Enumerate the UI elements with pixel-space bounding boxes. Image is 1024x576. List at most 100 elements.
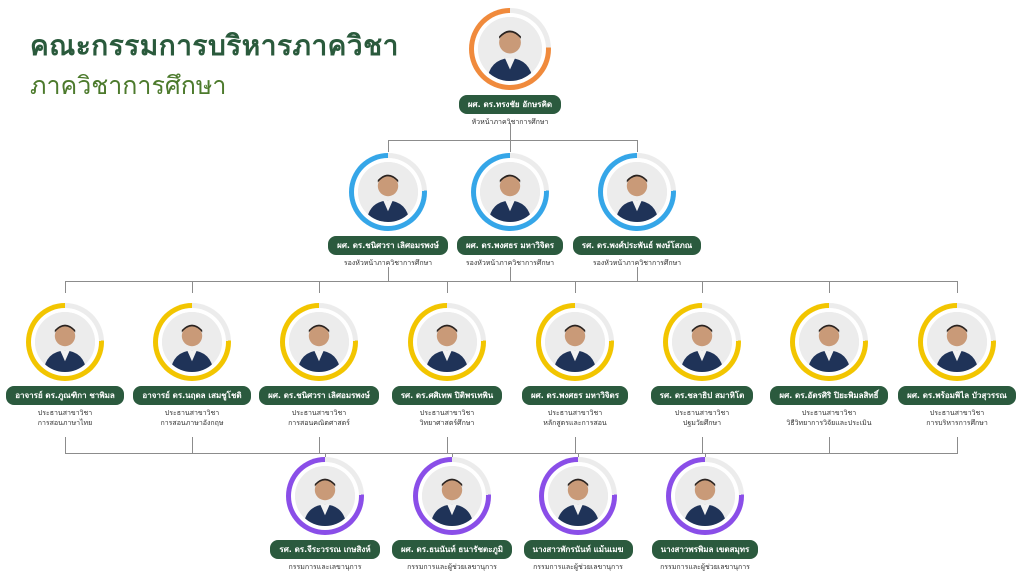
connector-line [702,437,703,453]
connector-line [192,437,193,453]
connector-line [192,281,193,293]
avatar [480,162,540,222]
avatar [672,312,732,372]
position-label: รองหัวหน้าภาควิชาการศึกษา [440,258,580,268]
name-badge: นางสาวพักรนันท์ แม้นเมฆ [523,540,633,559]
avatar [799,312,859,372]
position-line: ประธานสาขาวิชา [419,409,475,417]
connector-line [957,281,958,293]
position-line: หัวหน้าภาควิชาการศึกษา [471,118,549,126]
chairs-member-card: อาจารย์ ดร.นฤดล เสมชูโชติประธานสาขาวิชาก… [122,303,262,428]
position-line: ปฐมวัยศึกษา [682,419,722,427]
position-label: ประธานสาขาวิชาวิทยาศาสตร์ศึกษา [377,408,517,428]
position-line: การบริหารการศึกษา [926,419,988,427]
connector-line [637,140,638,152]
page-title: คณะกรรมการบริหารภาควิชา [30,29,399,62]
position-label: ประธานสาขาวิชาการบริหารการศึกษา [887,408,1024,428]
progress-ring [536,303,614,381]
name-badge: ผศ. ดร.พงศธร มหาวิจิตร [521,386,629,405]
progress-ring [153,303,231,381]
connector-line [575,437,576,453]
connector-line [637,267,638,281]
position-label: ประธานสาขาวิชาหลักสูตรและการสอน [505,408,645,428]
page-subtitle: ภาควิชาการศึกษา [30,71,227,100]
position-label: กรรมการและผู้ช่วยเลขานุการ [382,562,522,572]
avatar [548,466,608,526]
avatar [35,312,95,372]
committee-member-card: รศ. ดร.จีระวรรณ เกษสิงห์กรรมการและเลขานุ… [255,457,395,572]
position-line: การสอนภาษาอังกฤษ [160,419,224,427]
avatar [927,312,987,372]
name-badge: อาจารย์ ดร.นฤดล เสมชูโชติ [133,386,251,405]
progress-ring [663,303,741,381]
connector-line [388,140,389,152]
connector-line [510,267,511,281]
connector-line [319,437,320,453]
progress-ring [918,303,996,381]
connector-line [957,437,958,453]
connector-line [447,281,448,293]
position-line: รองหัวหน้าภาควิชาการศึกษา [465,259,555,267]
committee-member-card: ผศ. ดร.ธนนันท์ ธนารัชตะภูมิกรรมการและผู้… [382,457,522,572]
position-label: ประธานสาขาวิชาการสอนคณิตศาสตร์ [249,408,389,428]
position-line: หลักสูตรและการสอน [543,419,607,427]
committee-member-card: นางสาวพักรนันท์ แม้นเมฆกรรมการและผู้ช่วย… [508,457,648,572]
position-label: กรรมการและผู้ช่วยเลขานุการ [508,562,648,572]
name-badge: รศ. ดร.ชลาธิป สมาหิโต [650,386,754,405]
position-line: ประธานสาขาวิชา [674,409,730,417]
name-badge: รศ. ดร.ศศิเทพ ปิติพรเทพิน [391,386,503,405]
committee-member-card: นางสาวพรพิมล เขตสมุทรกรรมการและผู้ช่วยเล… [635,457,775,572]
connector-line [575,281,576,293]
position-line: ประธานสาขาวิชา [291,409,347,417]
position-line: ประธานสาขาวิชา [801,409,857,417]
chairs-member-card: ผศ. ดร.ชนิศวรา เลิศอมรพงษ์ประธานสาขาวิชา… [249,303,389,428]
avatar [295,466,355,526]
chairs-member-card: รศ. ดร.ศศิเทพ ปิติพรเทพินประธานสาขาวิชาว… [377,303,517,428]
avatar [422,466,482,526]
chairs-member-card: ผศ. ดร.อัตรศิริ ปิยะพิมลสิทธิ์ประธานสาขา… [759,303,899,428]
progress-ring [286,457,364,535]
connector-line [65,437,66,453]
position-label: กรรมการและผู้ช่วยเลขานุการ [635,562,775,572]
connector-line [829,437,830,453]
position-line: กรรมการและเลขานุการ [288,563,362,571]
avatar [607,162,667,222]
position-label: รองหัวหน้าภาควิชาการศึกษา [567,258,707,268]
head-member-card: ผศ. ดร.ทรงชัย อักษรคิดหัวหน้าภาควิชาการศ… [440,8,580,127]
progress-ring [539,457,617,535]
name-badge: รศ. ดร.จีระวรรณ เกษสิงห์ [270,540,380,559]
position-label: ประธานสาขาวิชาวิธีวิทยาการวิจัยและประเมิ… [759,408,899,428]
avatar [162,312,222,372]
chairs-member-card: รศ. ดร.ชลาธิป สมาหิโตประธานสาขาวิชาปฐมวั… [632,303,772,428]
name-badge: ผศ. ดร.ทรงชัย อักษรคิด [458,95,562,114]
chairs-member-card: ผศ. ดร.พร้อมพิไล บัวสุวรรณประธานสาขาวิชา… [887,303,1024,428]
avatar [478,17,542,81]
progress-ring [790,303,868,381]
name-badge: นางสาวพรพิมล เขตสมุทร [651,540,759,559]
position-line: รองหัวหน้าภาควิชาการศึกษา [592,259,682,267]
progress-ring [666,457,744,535]
connector-line [510,140,511,152]
position-label: ประธานสาขาวิชาปฐมวัยศึกษา [632,408,772,428]
name-badge: ผศ. ดร.ชนิศวรา เลิศอมรพงษ์ [328,236,448,255]
avatar [289,312,349,372]
progress-ring [471,153,549,231]
connector-line [65,281,66,293]
deputies-member-card: ผศ. ดร.พงศธร มหาวิจิตรรองหัวหน้าภาควิชาก… [440,153,580,268]
connector-line [388,140,638,141]
position-line: การสอนภาษาไทย [37,419,93,427]
connector-line [447,437,448,453]
position-label: ประธานสาขาวิชาการสอนภาษาอังกฤษ [122,408,262,428]
position-line: ประธานสาขาวิชา [164,409,220,417]
name-badge: ผศ. ดร.อัตรศิริ ปิยะพิมลสิทธิ์ [770,386,888,405]
name-badge: ผศ. ดร.พร้อมพิไล บัวสุวรรณ [898,386,1016,405]
avatar [675,466,735,526]
progress-ring [349,153,427,231]
avatar [358,162,418,222]
connector-line [510,123,511,140]
chairs-member-card: อาจารย์ ดร.ภูณฑิกา ชาพิมลประธานสาขาวิชาก… [0,303,135,428]
position-line: กรรมการและผู้ช่วยเลขานุการ [660,563,750,571]
progress-ring [26,303,104,381]
position-line: วิธีวิทยาการวิจัยและประเมิน [786,419,872,427]
position-line: การสอนคณิตศาสตร์ [288,419,350,427]
